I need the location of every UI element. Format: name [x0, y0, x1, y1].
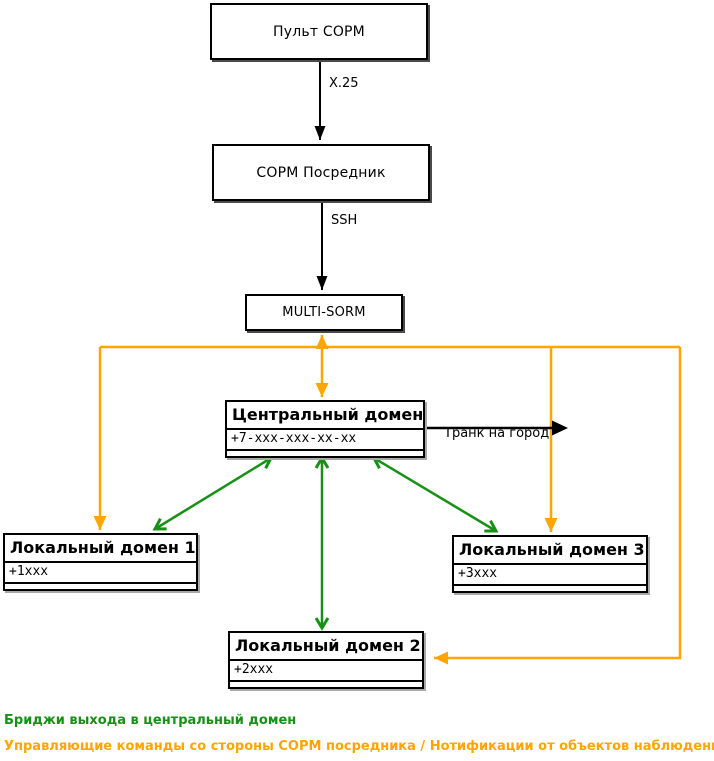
- node-pult-sorm-label: Пульт СОРМ: [273, 23, 365, 40]
- local-domain-2-number: +2xxx: [230, 661, 422, 683]
- local-domain-2-title: Локальный домен 2: [230, 633, 422, 662]
- local-domain-3-number: +3xxx: [454, 565, 646, 587]
- node-pult-sorm: Пульт СОРМ: [210, 3, 428, 60]
- green-bridge-central-local1: [152, 456, 274, 531]
- edge-label-ssh: SSH: [331, 213, 358, 228]
- orange-arrow-to-local2: [434, 347, 682, 665]
- legend-line-orange: Управляющие команды со стороны СОРМ поср…: [4, 739, 714, 754]
- green-bridge-central-local3: [371, 456, 499, 533]
- node-local-domain-3: Локальный домен 3 +3xxx: [452, 535, 648, 594]
- node-multi-sorm-label: MULTI-SORM: [282, 305, 366, 320]
- central-domain-number: +7-xxx-xxx-xx-xx: [227, 430, 423, 452]
- local-domain-3-title: Локальный домен 3: [454, 537, 646, 566]
- node-local-domain-1: Локальный домен 1 +1xxx: [3, 533, 198, 592]
- local-domain-1-number: +1xxx: [5, 563, 196, 585]
- edge-label-trunk: Транк на город: [444, 426, 550, 441]
- central-domain-empty-compartment: [227, 451, 423, 456]
- node-central-domain: Центральный домен +7-xxx-xxx-xx-xx: [225, 400, 425, 459]
- central-domain-title: Центральный домен: [227, 402, 423, 431]
- local-domain-3-empty-compartment: [454, 586, 646, 591]
- edge-label-x25: X.25: [329, 76, 359, 91]
- local-domain-1-title: Локальный домен 1: [5, 535, 196, 564]
- legend-line-green: Бриджи выхода в центральный домен: [4, 713, 297, 728]
- arrow-trunk-head: [552, 420, 568, 436]
- local-domain-1-empty-compartment: [5, 584, 196, 589]
- node-multi-sorm: MULTI-SORM: [245, 294, 403, 331]
- local-domain-2-empty-compartment: [230, 682, 422, 687]
- node-local-domain-2: Локальный домен 2 +2xxx: [228, 631, 424, 690]
- node-sorm-posrednik: СОРМ Посредник: [212, 144, 430, 201]
- node-sorm-posrednik-label: СОРМ Посредник: [256, 164, 386, 181]
